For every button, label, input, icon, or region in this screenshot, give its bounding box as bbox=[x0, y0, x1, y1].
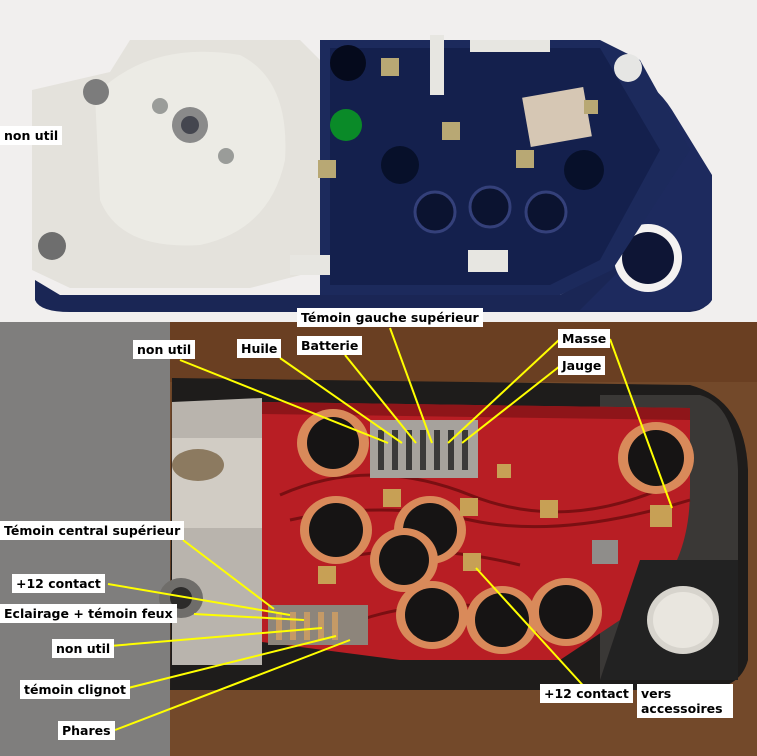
label-vers-accessoires-line1: vers bbox=[641, 686, 672, 701]
bottom-photo bbox=[0, 322, 757, 756]
label-non-util-top: non util bbox=[0, 126, 63, 145]
label-temoin-central-superieur: Témoin central supérieur bbox=[0, 521, 185, 540]
label-vers-accessoires: vers accessoires bbox=[637, 684, 733, 718]
label-non-util-mid: non util bbox=[133, 340, 196, 359]
pointer-lines bbox=[107, 327, 673, 731]
label-eclairage-temoin-feux: Eclairage + témoin feux bbox=[0, 604, 177, 623]
label-phares: Phares bbox=[58, 721, 115, 740]
label-plus12-contact-left: +12 contact bbox=[12, 574, 105, 593]
label-temoin-gauche-superieur: Témoin gauche supérieur bbox=[297, 308, 483, 327]
label-jauge: Jauge bbox=[558, 356, 606, 375]
label-batterie: Batterie bbox=[297, 336, 363, 355]
label-non-util-bottom: non util bbox=[52, 639, 115, 658]
label-huile: Huile bbox=[237, 339, 282, 358]
label-vers-accessoires-line2: accessoires bbox=[641, 701, 723, 716]
top-photo bbox=[0, 0, 757, 322]
label-masse: Masse bbox=[558, 329, 611, 348]
label-plus12-contact-bottom: +12 contact bbox=[540, 684, 633, 703]
label-temoin-clignot: témoin clignot bbox=[20, 680, 130, 699]
